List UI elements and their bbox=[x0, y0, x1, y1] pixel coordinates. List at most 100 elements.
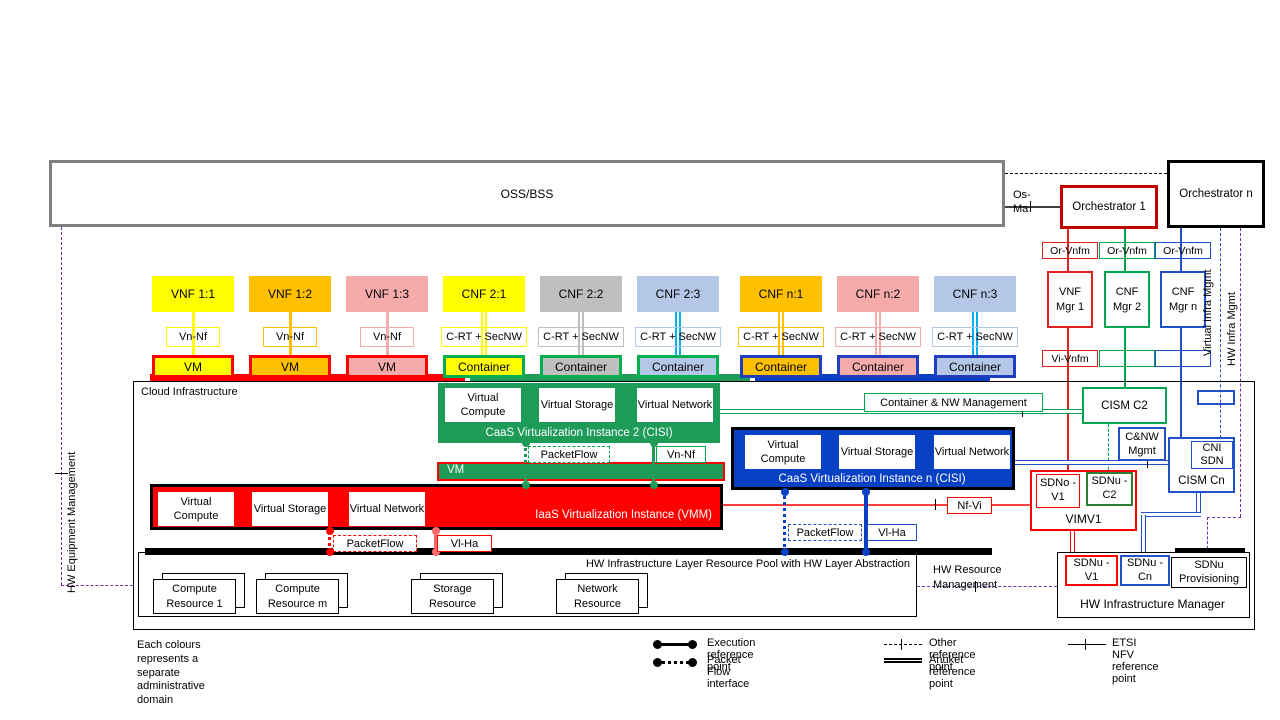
hw-infra-mgmt-line-v1 bbox=[1240, 228, 1241, 517]
hw-resource-group: Compute Resource m bbox=[256, 573, 348, 615]
hw-resource-box: Storage Resource bbox=[411, 579, 494, 614]
sdno-v1-box: SDNo -V1 bbox=[1036, 474, 1080, 508]
cism-cn-down-line bbox=[1196, 493, 1201, 515]
hw-pool-box: HW Infrastructure Layer Resource Pool wi… bbox=[138, 552, 917, 617]
os-ma-tick bbox=[1030, 201, 1031, 212]
anuket-ref-icon bbox=[884, 658, 922, 663]
virtual-resource-box: Virtual Storage bbox=[839, 435, 915, 469]
packet-flow-icon bbox=[653, 658, 697, 667]
orchestrator-1-box: Orchestrator 1 bbox=[1060, 185, 1158, 229]
hw-resource-mgmt-label: HW Resource Management bbox=[933, 564, 1002, 592]
nf-column: CNF n:1 C-RT + SecNW Container bbox=[738, 276, 824, 378]
cism-cn-box: CNI SDN CISM Cn bbox=[1168, 437, 1235, 493]
nf-box: VNF 1:2 bbox=[249, 276, 331, 312]
nf-reference-point-label: Vn-Nf bbox=[263, 327, 317, 347]
caasn-domain-bar bbox=[755, 374, 990, 382]
nf-vi-line bbox=[723, 504, 1030, 506]
caasn-title: CaaS Virtualization Instance n (CISI) bbox=[778, 472, 966, 485]
caasn-cism-anuket-line bbox=[1015, 460, 1168, 465]
hw-resource-box: Compute Resource 1 bbox=[153, 579, 236, 614]
hw-equipment-mgmt-label: HW Equipment Management bbox=[66, 451, 78, 593]
or-vnfm-label: Or-Vnfm bbox=[1042, 242, 1098, 259]
cloud-infrastructure-box: Cloud Infrastructure bbox=[133, 381, 1255, 630]
cism-cn-sdnu-line bbox=[1141, 515, 1146, 553]
hw-abstraction-bar bbox=[145, 548, 992, 555]
caas2-title: CaaS Virtualization Instance 2 (CISI) bbox=[485, 426, 673, 439]
virtual-resource-box: Virtual Storage bbox=[539, 388, 615, 422]
manager-box: VNF Mgr 1 bbox=[1047, 271, 1093, 328]
caasn-vlha-line bbox=[864, 491, 868, 553]
cism-c2-sdnu-line bbox=[1108, 424, 1109, 470]
cni-sdn-box: CNI SDN bbox=[1191, 441, 1233, 469]
nf-box: CNF 2:3 bbox=[637, 276, 719, 312]
exec-dot bbox=[432, 527, 440, 535]
sdnu-v1-hwm-box: SDNu -V1 bbox=[1065, 555, 1118, 586]
nf-virtualization-unit: Container bbox=[637, 355, 719, 378]
caasn-cism-tick bbox=[1147, 457, 1148, 468]
hw-infra-manager-box: SDNu -V1 SDNu -Cn SDNu Provisioning HW I… bbox=[1057, 552, 1250, 618]
hw-resource-mgmt-tick bbox=[975, 581, 976, 592]
exec-dot bbox=[522, 481, 530, 489]
virtual-resource-box: Virtual Storage bbox=[252, 492, 328, 526]
caasn-vlha-label: Vl-Ha bbox=[867, 524, 917, 541]
nf-reference-point-label: C-RT + SecNW bbox=[738, 327, 824, 347]
os-ma-line bbox=[1005, 206, 1060, 208]
vim-sdnu-v1-line bbox=[1070, 531, 1075, 553]
execution-ref-icon bbox=[653, 640, 697, 649]
exec-dot bbox=[650, 481, 658, 489]
nf-connector-line bbox=[972, 312, 978, 355]
nf-virtualization-unit: VM bbox=[346, 355, 428, 378]
virtual-infra-mgmt-label: Virtual Infra Mgmt bbox=[1202, 269, 1214, 356]
manager-column: Or-Vnfm CNF Mgr 2 bbox=[1099, 242, 1155, 368]
nf-connector-line bbox=[675, 312, 681, 355]
hw-resource-group: Storage Resource bbox=[411, 573, 503, 615]
hw-resource-box: Network Resource bbox=[556, 579, 639, 614]
exec-dot bbox=[326, 548, 334, 556]
nf-connector-line bbox=[289, 312, 292, 355]
nf-virtualization-unit: VM bbox=[152, 355, 234, 378]
virtual-resource-box: Virtual Compute bbox=[445, 388, 521, 422]
or-vnfm-label: Or-Vnfm bbox=[1155, 242, 1211, 259]
nf-box: VNF 1:3 bbox=[346, 276, 428, 312]
nf-virtualization-unit: Container bbox=[740, 355, 822, 378]
virtual-resource-box: Virtual Network bbox=[349, 492, 425, 526]
virtual-infra-node-box bbox=[1197, 390, 1235, 405]
caas2-packetflow-line bbox=[524, 443, 527, 486]
nf-reference-point-label: C-RT + SecNW bbox=[835, 327, 921, 347]
vim-label: VIMV1 bbox=[1065, 512, 1102, 526]
sdnu-c2-box: SDNu -C2 bbox=[1086, 472, 1133, 506]
hw-equipment-tick bbox=[55, 473, 68, 474]
caas2-domain-bar bbox=[470, 374, 750, 382]
cism-cn-left-line bbox=[1141, 512, 1201, 517]
vm-bar-label: VM bbox=[447, 464, 465, 476]
caas2-vnnf-label: Vn-Nf bbox=[656, 446, 706, 463]
nf-reference-point-label: C-RT + SecNW bbox=[932, 327, 1018, 347]
iaas-packetflow-label: PacketFlow bbox=[333, 535, 417, 552]
virtual-infra-mgmt-line bbox=[1220, 228, 1221, 438]
nf-connector-line bbox=[578, 312, 584, 355]
exec-dot bbox=[432, 548, 440, 556]
container-nw-mgmt-label: Container & NW Management bbox=[864, 393, 1043, 412]
caas2-vnnf-line bbox=[652, 443, 655, 486]
sdnu-provisioning-bar bbox=[1175, 548, 1245, 555]
nf-connector-line bbox=[778, 312, 784, 355]
nf-box: CNF n:1 bbox=[740, 276, 822, 312]
exec-dot bbox=[326, 527, 334, 535]
iaas-packetflow-line bbox=[328, 530, 331, 553]
oss-orchn-dashed-line bbox=[1005, 173, 1167, 174]
nf-box: CNF 2:2 bbox=[540, 276, 622, 312]
exec-dot bbox=[781, 488, 789, 496]
sdnu-cn-box: SDNu -Cn bbox=[1120, 555, 1170, 586]
or-vnfm-label: Or-Vnfm bbox=[1099, 242, 1155, 259]
oss-bss-label: OSS/BSS bbox=[500, 186, 554, 201]
nf-column: CNF 2:2 C-RT + SecNW Container bbox=[538, 276, 624, 378]
vi-vnfm-label bbox=[1099, 350, 1155, 367]
hw-resource-group: Network Resource bbox=[556, 573, 648, 615]
manager-column: Or-Vnfm VNF Mgr 1 Vi-Vnfm bbox=[1042, 242, 1098, 368]
vnf-mgr-line bbox=[1067, 228, 1069, 471]
nf-column: CNF n:3 C-RT + SecNW Container bbox=[932, 276, 1018, 378]
caasn-packetflow-label: PacketFlow bbox=[788, 524, 862, 541]
nf-reference-point-label: Vn-Nf bbox=[166, 327, 220, 347]
